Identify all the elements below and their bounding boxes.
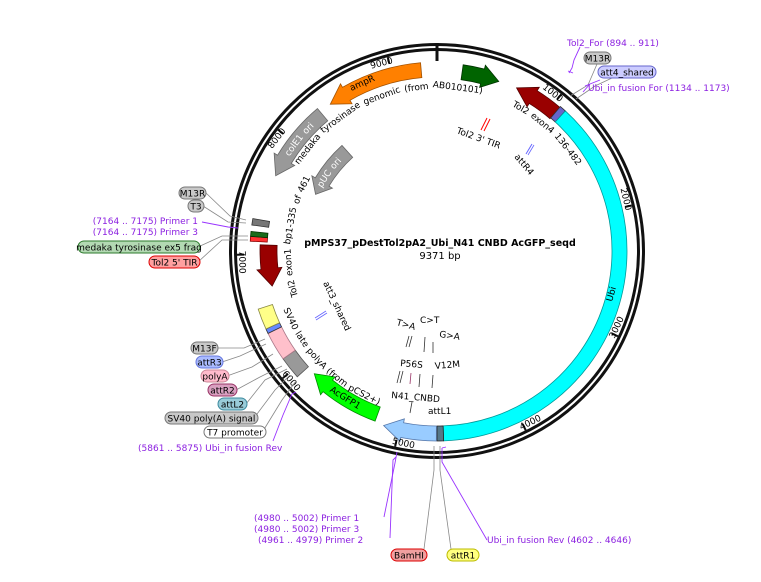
m13r-top-label: M13R [585,55,610,65]
ampR-arrow[interactable] [329,62,423,105]
bamhi-badge[interactable]: BamHI [390,548,428,562]
attR4-label: attR4 [512,153,536,178]
attR2-label: attR2 [210,387,235,397]
feature-layer [249,62,628,443]
attL1-mark[interactable] [436,425,445,442]
n41-cnbd-label: N41_CNBD [391,391,441,405]
attR4-mark [525,143,535,156]
attR3-badge[interactable]: attR3 [195,355,224,369]
sv40-signal-label: SV40 poly(A) signal [168,415,256,425]
mutation-g-a: G>A [439,330,462,343]
primer3-bottom: (4980 .. 5002) Primer 3 [254,525,359,535]
ubi-label: Ubi [605,286,619,303]
attL1-label: attL1 [428,407,451,417]
att3-shared-mark [314,310,328,321]
t3-badge[interactable]: T3 [187,199,205,213]
tol2-exon4-arrow[interactable] [515,86,561,120]
n41-cnbd-arrow[interactable] [382,418,437,443]
m13f-label: M13F [192,345,216,355]
attL2-badge[interactable]: attL2 [217,397,248,411]
tick-mark [394,439,398,447]
att4-shared-badge[interactable]: att4_shared [597,65,657,79]
tol2-exon1-label-word: exon1 [283,248,295,276]
primer-ubi-fusion-rev-bottom: Ubi_in fusion Rev (4602 .. 4646) [487,536,631,546]
tol2-exon1-label-word: Tol2 [287,278,301,299]
mutation-marks [396,335,434,414]
t7-promoter-label: T7 promoter [206,429,263,439]
m13r-top-badge[interactable]: M13R [583,51,612,65]
mutation-t-a: T>A [394,318,417,333]
primer2-bottom: (4961 .. 4979) Primer 2 [258,536,363,546]
ubi-arrow[interactable] [442,110,628,442]
mutation-v12m: V12M [434,360,460,372]
t7-promoter-badge[interactable]: T7 promoter [203,425,267,439]
plasmid-length: 9371 bp [419,251,460,262]
tol2-3tir-mark [480,117,491,132]
medaka-ex5-badge[interactable]: medaka tyrosinase ex5 frag [76,240,202,254]
primer-ubi-fusion-rev-left: (5861 .. 5875) Ubi_in fusion Rev [138,444,283,454]
tick-mark [611,332,619,338]
tick-label: 5000 [391,437,416,452]
medaka-genomic-label-word: (from [404,82,430,95]
colE1-ori-arrow[interactable] [273,107,329,177]
leader-lines [197,46,613,550]
tol2-exon1-arrow[interactable] [256,244,283,287]
t3-label: T3 [189,203,201,213]
tick-mark [282,372,289,379]
tol2-5tir-badge[interactable]: Tol2 5' TIR [148,255,201,269]
attR2-badge[interactable]: attR2 [207,383,238,397]
attR1-badge[interactable]: attR1 [446,548,480,562]
tol2-exon1-label-word: bp1-335 [283,207,299,246]
tol2-5tir-label: Tol2 5' TIR [150,259,197,269]
polyA-badge[interactable]: polyA [200,369,230,383]
primer1-left: (7164 .. 7175) Primer 1 [93,217,198,227]
att3-shared-label: att3_shared [320,280,352,333]
sv40-late-polya-label-word: late [293,330,311,350]
m13r-left-badge[interactable]: M13R [178,186,207,200]
primer1-bottom: (4980 .. 5002) Primer 1 [254,514,359,524]
m13r-t3-mark[interactable] [251,218,271,228]
sv40-late-polya-label-word: polyA [304,346,329,372]
attL2-label: attL2 [221,401,244,411]
mutation-p56s: P56S [400,359,424,371]
primer-tol2-for: Tol2_For (894 .. 911) [566,39,659,49]
tick-mark [624,204,632,209]
tick-mark [556,93,563,101]
tick-label: 7000 [236,251,246,274]
attR1-label: attR1 [451,552,476,562]
tol2-3tir-label: Tol2 3' TIR [454,126,502,151]
medaka-genomic-arrow[interactable] [460,64,500,89]
sv40-signal-badge[interactable]: SV40 poly(A) signal [164,411,259,425]
tol2-exon1-label-word: of [292,193,305,205]
puc-ori-arrow[interactable] [311,144,354,195]
tick-mark [277,128,285,135]
primer3-left: (7164 .. 7175) Primer 3 [93,228,198,238]
acgfp1-arrow[interactable] [313,373,381,422]
medaka-ex5-mark[interactable] [250,231,269,239]
tick-mark [386,56,391,65]
sv40-late-polya-label-word: SV40 [281,306,300,332]
att4-shared-label: att4_shared [600,69,653,79]
attR3-label: attR3 [197,359,222,369]
m13r-left-label: M13R [180,190,205,200]
bamhi-label: BamHI [394,552,424,562]
tick-mark [521,423,527,431]
medaka-ex5-label: medaka tyrosinase ex5 frag [76,244,202,254]
plasmid-title: pMPS37_pDestTol2pA2_Ubi_N41 CNBD AcGFP_s… [304,238,576,249]
polyA-label: polyA [202,373,228,383]
tol2-exon1-label-word: 461 [296,175,313,195]
sv40-yellow-box[interactable] [257,303,281,330]
mutation-c-t: C>T [420,316,440,326]
primer-ubi-fusion-for: Ubi_in fusion For (1134 .. 1173) [588,84,730,94]
m13f-badge[interactable]: M13F [190,341,219,355]
